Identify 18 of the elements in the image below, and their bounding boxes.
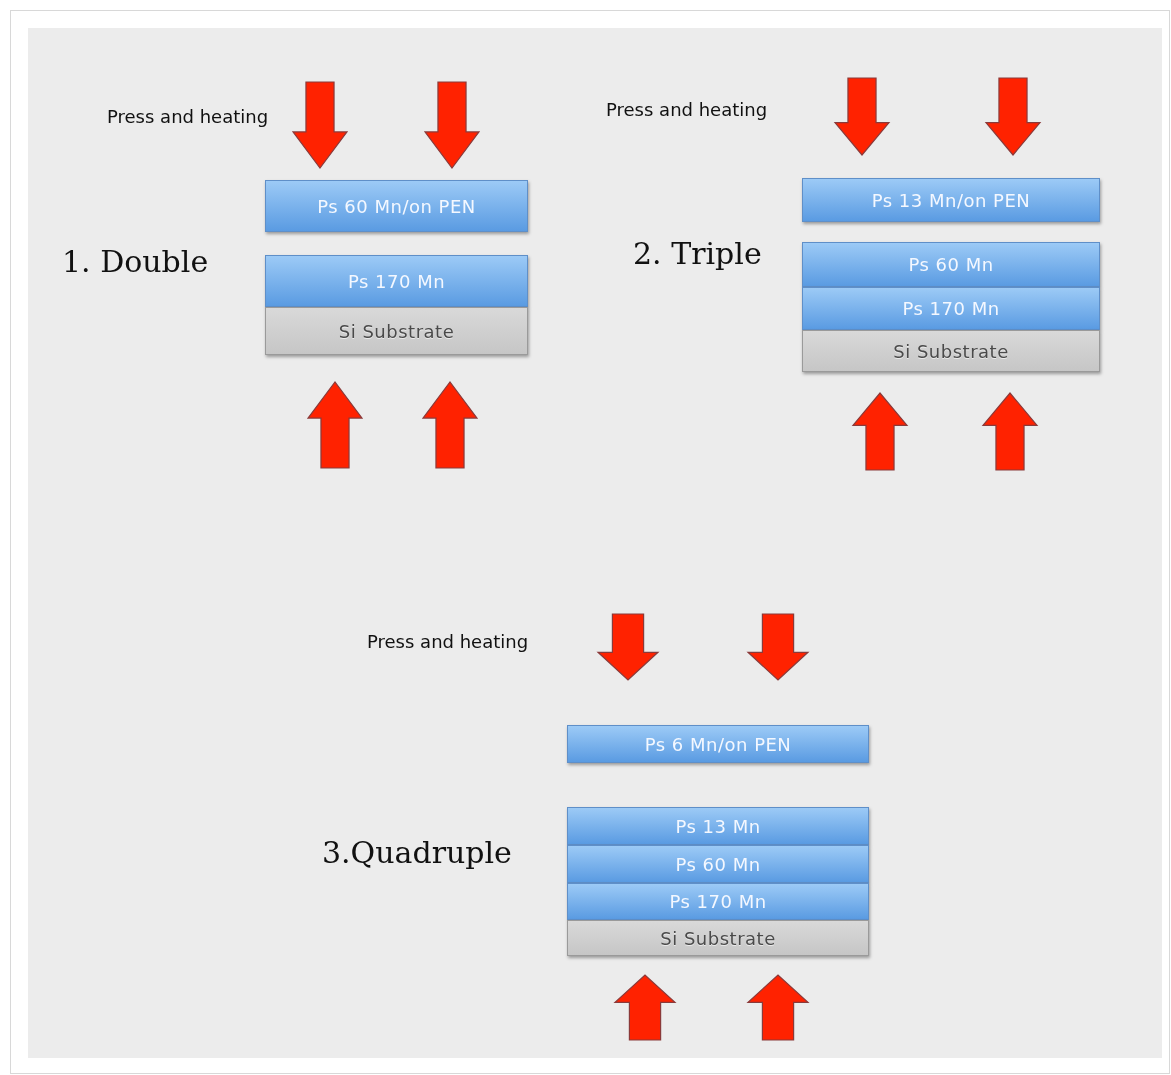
- substrate-layer: Si Substrate: [265, 307, 528, 355]
- process-note: Press and heating: [367, 631, 529, 652]
- stack-title: 1. Double: [62, 244, 209, 279]
- substrate-layer: Si Substrate: [567, 920, 869, 956]
- film-layer: Ps 13 Mn/on PEN: [802, 178, 1100, 222]
- process-note: Press and heating: [606, 99, 768, 120]
- film-layer: Ps 60 Mn: [567, 845, 869, 883]
- film-layer: Ps 170 Mn: [265, 255, 528, 307]
- film-layer: Ps 6 Mn/on PEN: [567, 725, 869, 763]
- substrate-layer: Si Substrate: [802, 330, 1100, 372]
- stack-title: 3.Quadruple: [322, 835, 512, 870]
- film-layer: Ps 170 Mn: [802, 287, 1100, 330]
- process-note: Press and heating: [107, 106, 269, 127]
- stack-title: 2. Triple: [633, 236, 762, 271]
- film-layer: Ps 60 Mn: [802, 242, 1100, 287]
- film-layer: Ps 170 Mn: [567, 883, 869, 920]
- film-layer: Ps 60 Mn/on PEN: [265, 180, 528, 232]
- film-layer: Ps 13 Mn: [567, 807, 869, 845]
